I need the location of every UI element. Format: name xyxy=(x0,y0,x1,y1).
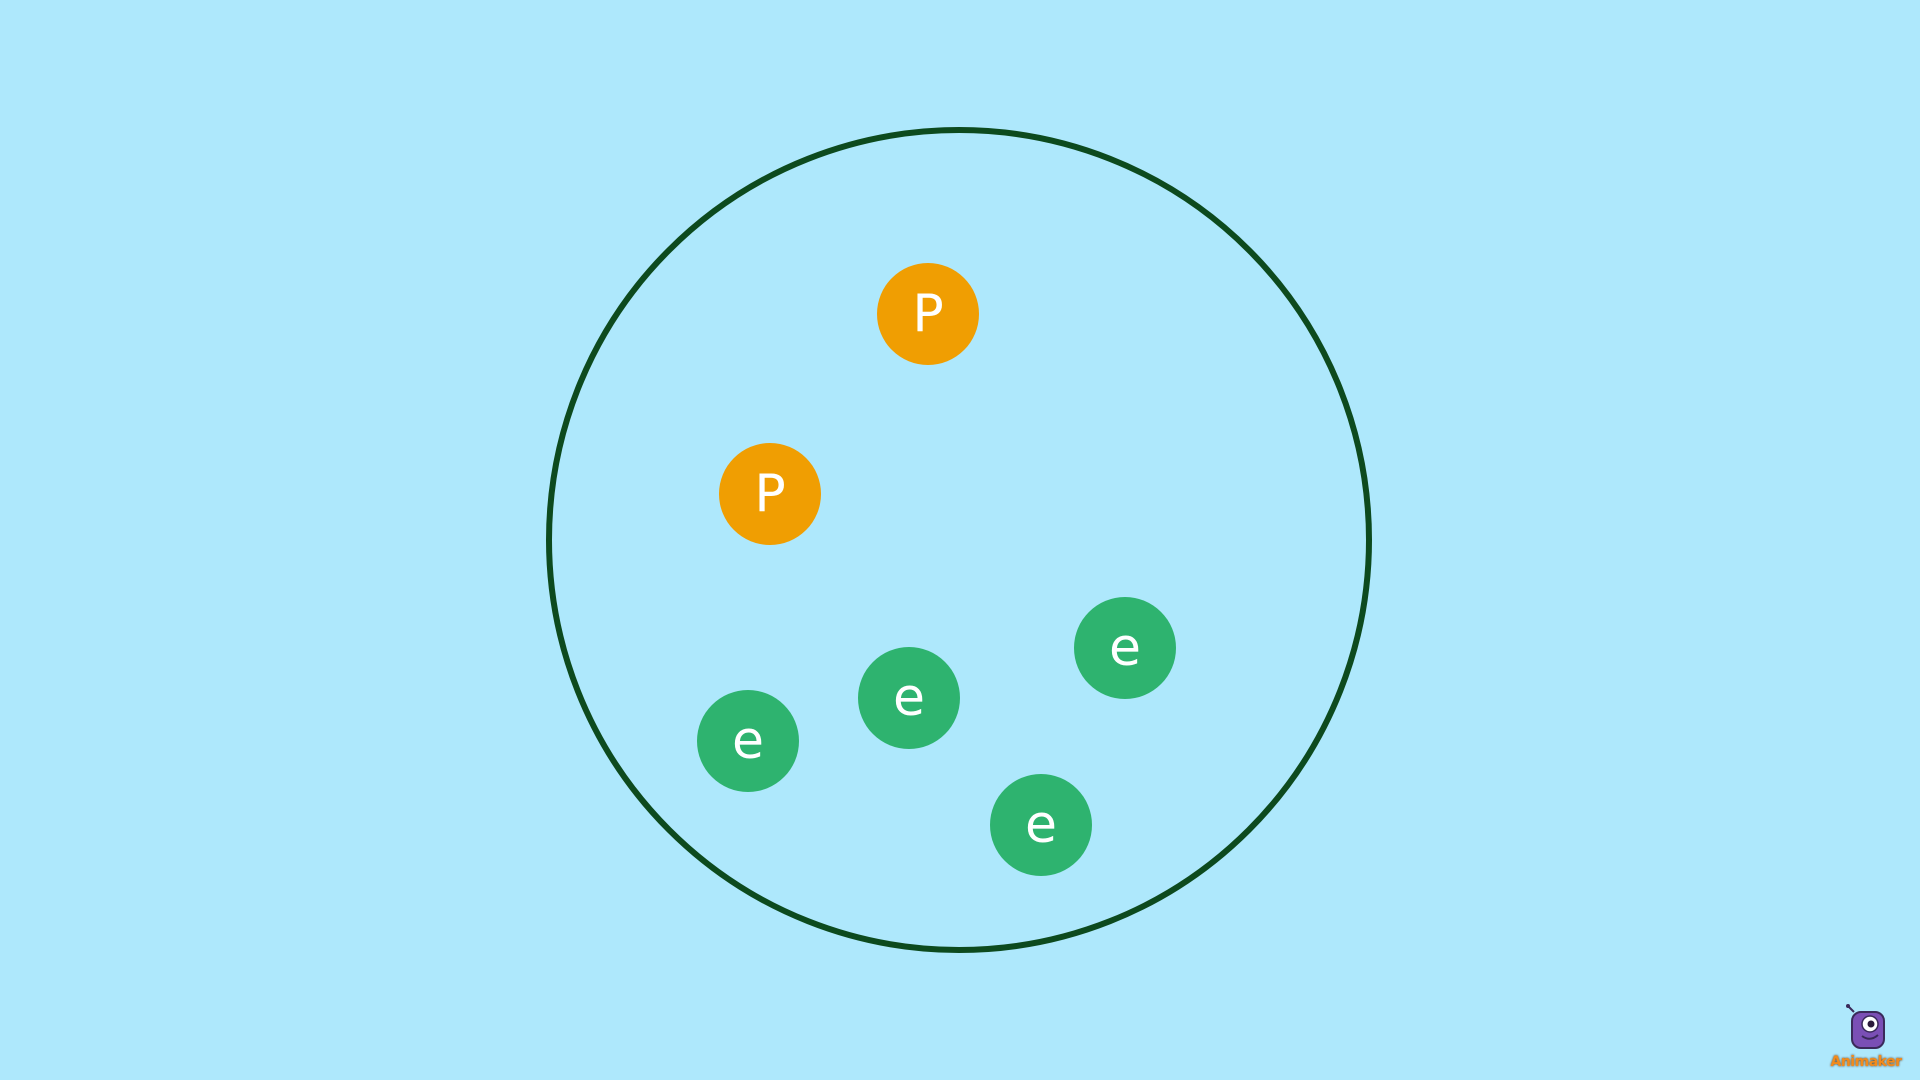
proton-1: P xyxy=(877,263,979,365)
electron-2: e xyxy=(858,647,960,749)
proton-body xyxy=(719,443,821,545)
electron-body xyxy=(697,690,799,792)
electron-1: e xyxy=(1074,597,1176,699)
proton-2: P xyxy=(719,443,821,545)
electron-3: e xyxy=(697,690,799,792)
electron-4: e xyxy=(990,774,1092,876)
watermark-brand-text: Animaker xyxy=(1830,1054,1902,1070)
proton-label: P xyxy=(912,284,943,344)
electron-body xyxy=(1074,597,1176,699)
proton-body xyxy=(877,263,979,365)
mascot-logo-icon xyxy=(1846,1004,1885,1049)
boundary-circle xyxy=(546,127,1372,953)
electron-label: e xyxy=(732,711,764,771)
electron-label: e xyxy=(1025,795,1057,855)
animaker-watermark: Animaker xyxy=(1826,1004,1906,1070)
electron-label: e xyxy=(1109,618,1141,678)
electron-body xyxy=(990,774,1092,876)
electron-body xyxy=(858,647,960,749)
electron-label: e xyxy=(893,668,925,728)
proton-label: P xyxy=(754,464,785,524)
